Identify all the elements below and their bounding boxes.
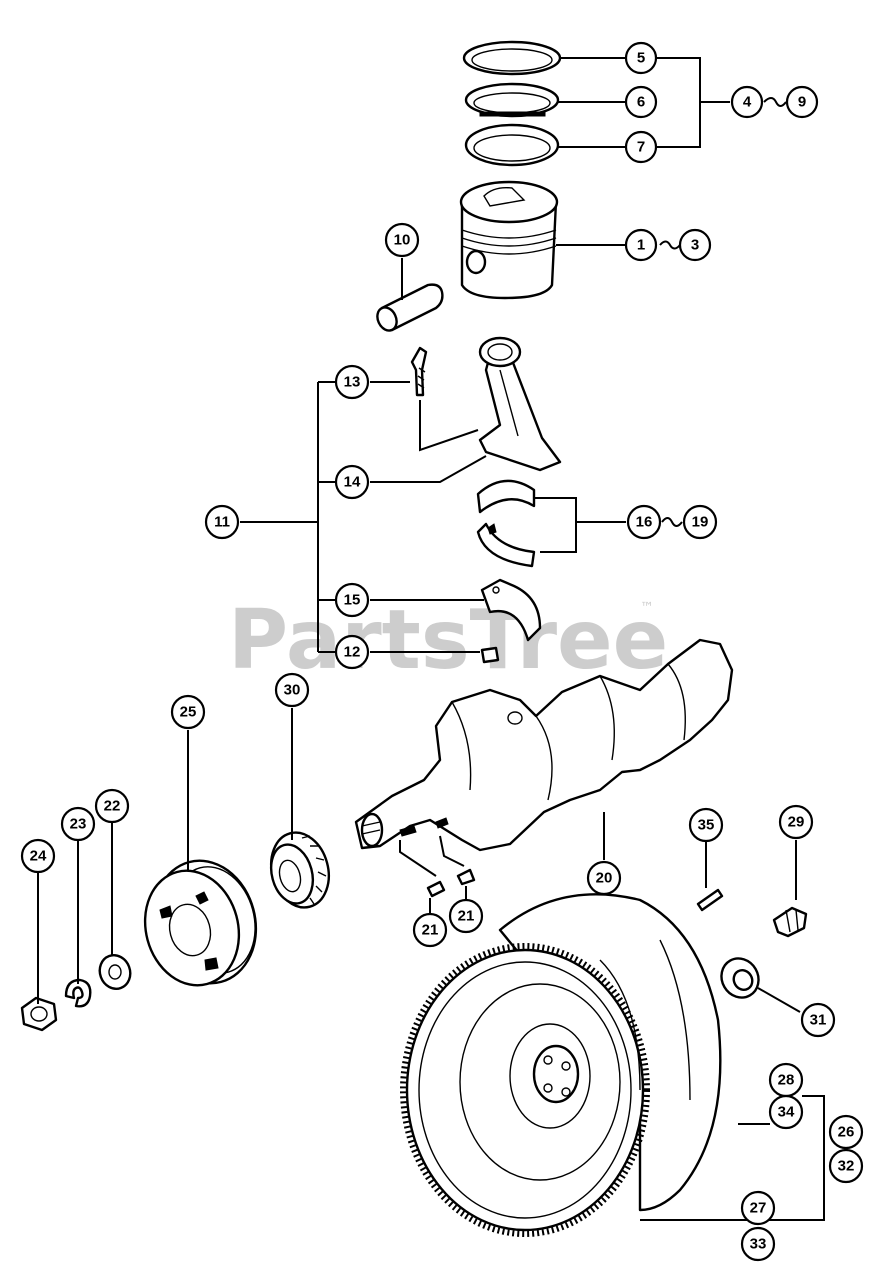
- callout-27[interactable]: 27: [740, 1190, 776, 1226]
- callout-5[interactable]: 5: [624, 41, 658, 75]
- callout-14[interactable]: 14: [334, 464, 370, 500]
- watermark: PartsTree ™: [228, 593, 668, 688]
- callout-10[interactable]: 10: [384, 222, 420, 258]
- bearing-lower[interactable]: [476, 522, 536, 568]
- washer[interactable]: [95, 951, 135, 993]
- callout-30[interactable]: 30: [274, 672, 310, 708]
- callout-21-left[interactable]: 21: [412, 912, 448, 948]
- svg-text:30: 30: [284, 682, 301, 699]
- svg-text:35: 35: [698, 817, 715, 834]
- callout-11[interactable]: 11: [204, 504, 240, 540]
- svg-text:6: 6: [637, 94, 645, 111]
- callout-32[interactable]: 32: [828, 1148, 864, 1184]
- callout-21-right[interactable]: 21: [448, 898, 484, 934]
- connecting-rod[interactable]: [478, 336, 562, 472]
- callout-25[interactable]: 25: [170, 694, 206, 730]
- callout-4[interactable]: 4: [730, 85, 764, 119]
- svg-text:9: 9: [798, 94, 806, 111]
- callout-28[interactable]: 28: [768, 1062, 804, 1098]
- svg-text:13: 13: [344, 374, 361, 391]
- woodruff-key-left[interactable]: [426, 880, 446, 898]
- callout-31[interactable]: 31: [800, 1002, 836, 1038]
- bearing-upper[interactable]: [476, 479, 536, 514]
- svg-text:10: 10: [394, 232, 411, 249]
- plug[interactable]: [772, 906, 808, 938]
- svg-text:29: 29: [788, 814, 805, 831]
- callout-7[interactable]: 7: [624, 130, 658, 164]
- callouts: 5 6 7 4 9 1 3 10 13 14 11 16 19 15 12 25…: [20, 41, 864, 1262]
- rod-nut[interactable]: [480, 646, 500, 664]
- svg-text:22: 22: [104, 798, 121, 815]
- svg-text:32: 32: [838, 1158, 855, 1175]
- piston-ring-middle[interactable]: [464, 82, 560, 118]
- dowel-pin[interactable]: [696, 888, 724, 912]
- nut[interactable]: [20, 996, 58, 1032]
- svg-text:7: 7: [637, 139, 645, 156]
- svg-text:20: 20: [596, 870, 613, 887]
- callout-34[interactable]: 34: [768, 1094, 804, 1130]
- callout-15[interactable]: 15: [334, 582, 370, 618]
- callout-16[interactable]: 16: [626, 504, 662, 540]
- svg-text:21: 21: [422, 922, 439, 939]
- woodruff-key-right[interactable]: [456, 868, 476, 886]
- callout-12[interactable]: 12: [334, 634, 370, 670]
- svg-text:25: 25: [180, 704, 197, 721]
- crank-gear[interactable]: [263, 826, 337, 914]
- callout-1[interactable]: 1: [624, 228, 658, 262]
- rod-cap[interactable]: [480, 578, 542, 642]
- callout-35[interactable]: 35: [688, 807, 724, 843]
- callout-19[interactable]: 19: [682, 504, 718, 540]
- piston-ring-oil[interactable]: [464, 123, 560, 167]
- svg-text:4: 4: [743, 94, 752, 111]
- svg-text:11: 11: [214, 514, 230, 531]
- watermark-text: PartsTree: [228, 593, 668, 688]
- svg-text:3: 3: [691, 237, 699, 254]
- oil-seal[interactable]: [714, 952, 765, 1005]
- piston[interactable]: [459, 180, 559, 300]
- svg-text:24: 24: [30, 848, 47, 865]
- svg-text:31: 31: [810, 1012, 827, 1029]
- lock-washer[interactable]: [64, 978, 92, 1008]
- callout-33[interactable]: 33: [740, 1226, 776, 1262]
- leader-lines: [37, 57, 825, 1221]
- crank-pulley[interactable]: [133, 849, 270, 996]
- svg-text:19: 19: [692, 514, 709, 531]
- callout-3[interactable]: 3: [678, 228, 712, 262]
- callout-26[interactable]: 26: [828, 1114, 864, 1150]
- svg-text:16: 16: [636, 514, 653, 531]
- ring-gear[interactable]: [400, 943, 650, 1237]
- svg-text:23: 23: [70, 816, 87, 833]
- connecting-rod-bolt[interactable]: [410, 346, 428, 397]
- svg-text:1: 1: [637, 237, 645, 254]
- callout-24[interactable]: 24: [20, 838, 56, 874]
- svg-text:34: 34: [778, 1104, 795, 1121]
- svg-text:28: 28: [778, 1072, 795, 1089]
- callout-22[interactable]: 22: [94, 788, 130, 824]
- crankshaft[interactable]: [354, 638, 734, 852]
- callout-20[interactable]: 20: [586, 860, 622, 896]
- callout-13[interactable]: 13: [334, 364, 370, 400]
- callout-6[interactable]: 6: [624, 85, 658, 119]
- piston-ring-top[interactable]: [462, 40, 562, 76]
- callout-9[interactable]: 9: [785, 85, 819, 119]
- svg-text:26: 26: [838, 1124, 855, 1141]
- svg-text:33: 33: [750, 1236, 767, 1253]
- flywheel[interactable]: [405, 893, 722, 1232]
- svg-text:12: 12: [344, 644, 361, 661]
- svg-text:15: 15: [344, 592, 361, 609]
- piston-pin[interactable]: [374, 283, 444, 334]
- svg-text:21: 21: [458, 908, 475, 925]
- watermark-trademark: ™: [640, 600, 654, 616]
- svg-text:14: 14: [344, 474, 361, 491]
- svg-text:5: 5: [637, 50, 645, 67]
- callout-29[interactable]: 29: [778, 804, 814, 840]
- svg-text:27: 27: [750, 1200, 767, 1217]
- callout-23[interactable]: 23: [60, 806, 96, 842]
